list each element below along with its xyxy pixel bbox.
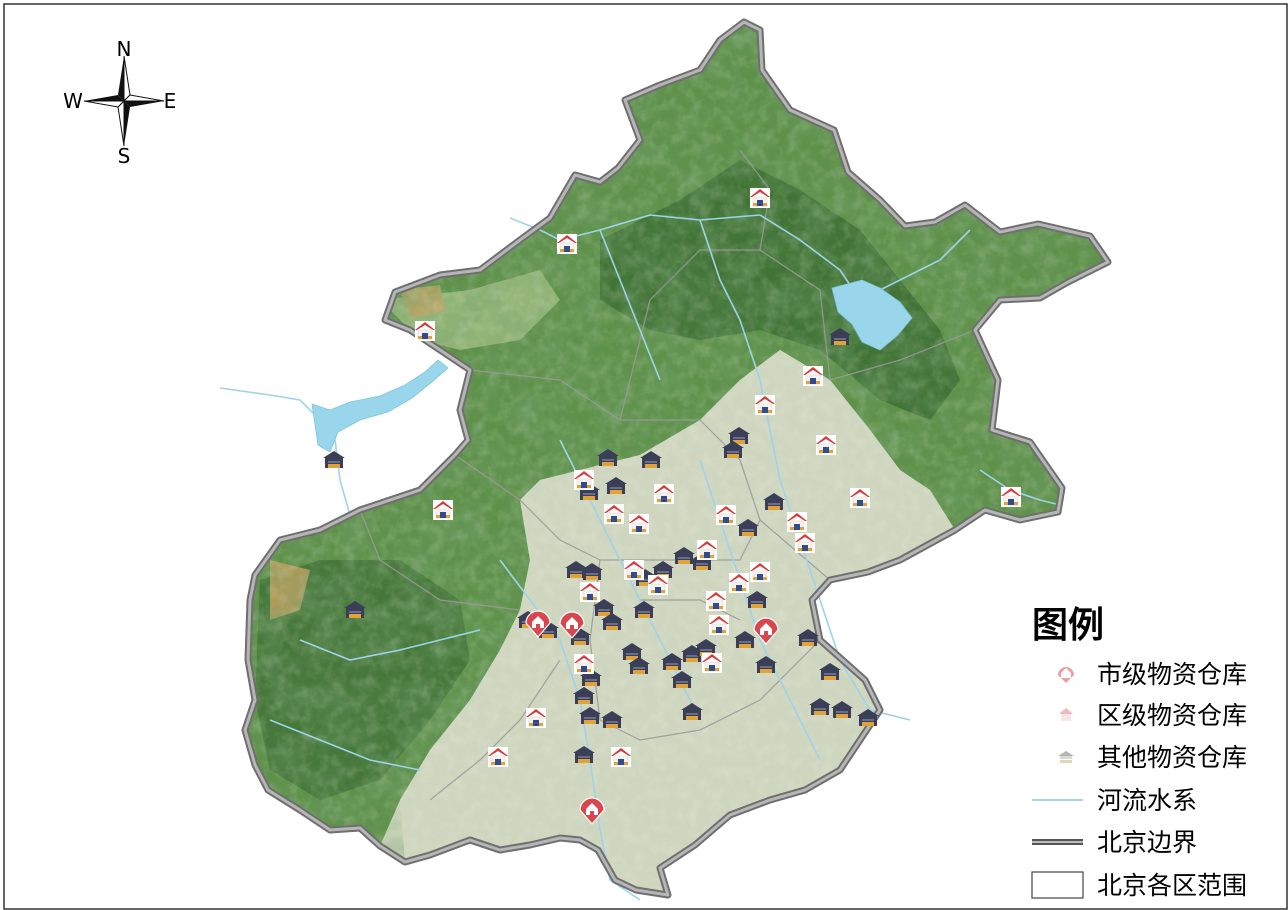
other-warehouse-icon <box>809 698 831 715</box>
city-warehouse-marker-icon <box>525 610 551 638</box>
other-warehouse-icon <box>601 711 623 728</box>
district-warehouse-icon <box>850 488 870 508</box>
other-warehouse-icon <box>722 441 744 458</box>
district-warehouse-icon <box>716 505 736 525</box>
district-warehouse-icon <box>604 504 624 524</box>
other-warehouse-icon <box>1058 751 1074 763</box>
legend-label-river: 河流水系 <box>1097 786 1197 815</box>
legend-label-other: 其他物资仓库 <box>1097 743 1247 772</box>
other-warehouse-icon <box>628 657 650 674</box>
legend-item-district-area: 北京各区范围 <box>1031 871 1247 900</box>
other-warehouse-icon <box>593 599 615 616</box>
compass-west-label: W <box>63 89 83 113</box>
legend-item-district: 区级物资仓库 <box>1059 701 1247 730</box>
other-warehouse-icon <box>573 746 595 763</box>
other-warehouse-icon <box>633 601 655 618</box>
other-warehouse-icon <box>579 707 601 724</box>
other-warehouse-icon <box>601 613 623 630</box>
district-warehouse-icon <box>803 366 823 386</box>
compass-north-label: N <box>117 37 132 61</box>
compass-rose: N S W E <box>63 37 176 168</box>
other-warehouse-icon <box>640 451 662 468</box>
district-warehouse-icon <box>574 654 594 674</box>
other-warehouse-icon <box>323 451 345 468</box>
district-warehouse-icon <box>488 747 508 767</box>
map-border <box>3 3 1288 910</box>
district-warehouse-icon <box>1059 708 1073 721</box>
other-warehouse-icon <box>763 493 785 510</box>
other-warehouse-icon <box>605 477 627 494</box>
legend-item-river: 河流水系 <box>1032 786 1197 815</box>
district-warehouse-icon <box>557 234 577 254</box>
legend-item-city: 市级物资仓库 <box>1058 660 1247 689</box>
district-warehouse-icon <box>1001 487 1021 507</box>
other-warehouse-icon <box>746 591 768 608</box>
city-warehouse-marker-icon <box>1058 667 1074 683</box>
beijing-region <box>245 22 1108 895</box>
district-warehouse-icon <box>654 484 674 504</box>
legend-item-other: 其他物资仓库 <box>1058 743 1247 772</box>
district-warehouse-icon <box>611 747 631 767</box>
other-warehouse-icon <box>681 703 703 720</box>
city-warehouse-marker-icon <box>753 617 779 645</box>
other-warehouse-icon <box>831 701 853 718</box>
other-warehouse-icon <box>819 663 841 680</box>
district-warehouse-icon <box>648 575 668 595</box>
compass-south-label: S <box>118 144 131 168</box>
other-warehouse-icon <box>797 629 819 646</box>
other-warehouse-icon <box>344 601 366 618</box>
legend-item-boundary: 北京边界 <box>1032 828 1197 857</box>
legend-label-boundary: 北京边界 <box>1097 828 1197 857</box>
district-warehouse-icon <box>697 540 717 560</box>
district-warehouse-icon <box>729 573 749 593</box>
other-warehouse-icon <box>728 427 750 444</box>
lakes <box>311 279 913 453</box>
district-warehouse-icon <box>750 188 770 208</box>
district-warehouse-icon <box>526 708 546 728</box>
other-warehouse-icon <box>671 671 693 688</box>
other-warehouse-icon <box>829 328 851 345</box>
other-warehouse-icon <box>673 547 695 564</box>
district-warehouse-icon <box>702 653 722 673</box>
other-warehouse-icon <box>597 449 619 466</box>
other-warehouse-icon <box>565 561 587 578</box>
district-warehouse-icon <box>816 435 836 455</box>
other-warehouse-icon <box>737 519 759 536</box>
other-warehouse-icon <box>621 643 643 660</box>
district-warehouse-icon <box>795 533 815 553</box>
other-warehouse-icon <box>573 687 595 704</box>
warehouse-markers <box>323 188 1021 825</box>
district-warehouse-icon <box>787 512 807 532</box>
city-warehouse-marker-icon <box>579 797 605 825</box>
district-warehouse-icon <box>415 321 435 341</box>
legend-label-district: 区级物资仓库 <box>1097 701 1247 730</box>
district-warehouse-icon <box>755 395 775 415</box>
district-warehouse-icon <box>750 562 770 582</box>
other-warehouse-icon <box>755 656 777 673</box>
other-warehouse-icon <box>734 631 756 648</box>
legend: 图例 市级物资仓库 区级物资仓库 其他物资仓库 河 <box>1031 605 1247 900</box>
district-warehouse-icon <box>624 560 644 580</box>
other-warehouse-icon <box>581 563 603 580</box>
district-warehouse-icon <box>709 615 729 635</box>
other-warehouse-icon <box>857 709 879 726</box>
district-warehouse-icon <box>574 470 594 490</box>
legend-title: 图例 <box>1032 605 1104 646</box>
district-warehouse-icon <box>629 514 649 534</box>
district-warehouse-icon <box>706 591 726 611</box>
district-warehouse-icon <box>580 582 600 602</box>
district-area-box-icon <box>1031 871 1084 899</box>
district-warehouse-icon <box>433 500 453 520</box>
legend-label-city: 市级物资仓库 <box>1097 660 1247 689</box>
legend-label-district-area: 北京各区范围 <box>1097 871 1247 900</box>
city-warehouse-marker-icon <box>559 611 585 639</box>
other-warehouse-icon <box>661 653 683 670</box>
compass-east-label: E <box>164 89 177 113</box>
